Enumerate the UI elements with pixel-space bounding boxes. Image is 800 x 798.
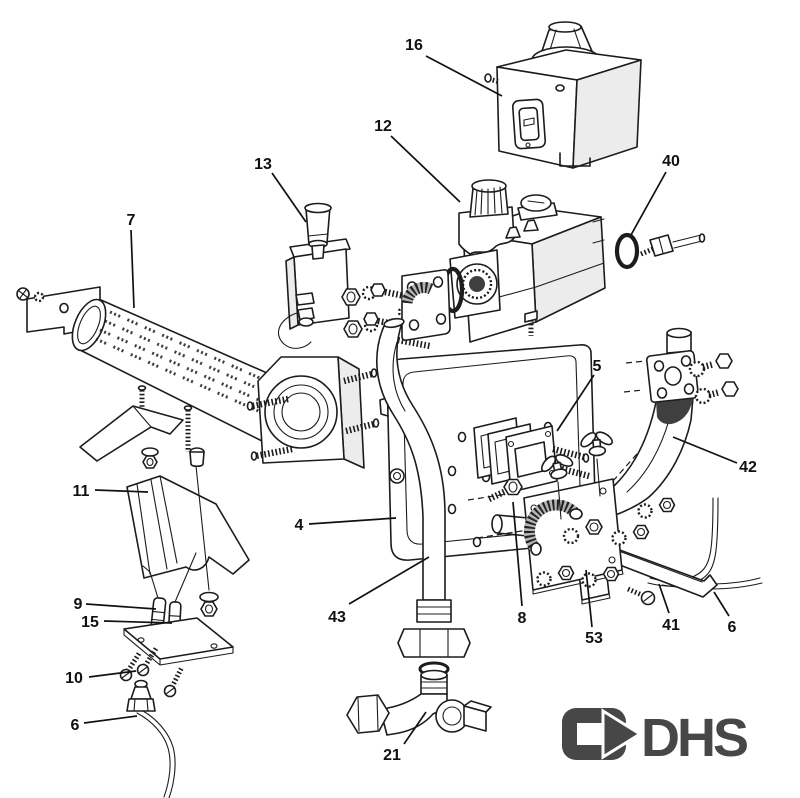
callout-12: 12 xyxy=(374,118,461,203)
callout-16: 16 xyxy=(405,37,503,97)
gas-valve xyxy=(441,179,606,343)
callout-label: 43 xyxy=(328,609,346,626)
callout-15: 15 xyxy=(81,614,173,631)
solenoid xyxy=(278,202,351,349)
callout-41: 41 xyxy=(658,583,680,634)
callout-label: 41 xyxy=(662,617,680,634)
callout-13: 13 xyxy=(254,156,307,223)
pilot-fitting xyxy=(126,679,176,798)
arrow-head-icon xyxy=(601,708,643,760)
electrode-assembly xyxy=(123,552,234,666)
callout-40: 40 xyxy=(630,153,680,236)
callout-label: 12 xyxy=(374,118,392,135)
supply-pipe xyxy=(376,317,471,677)
callout-6-left: 6 xyxy=(71,715,138,734)
callout-label: 11 xyxy=(73,483,90,500)
wing-nut xyxy=(540,454,574,480)
fixing-screws xyxy=(119,645,185,698)
deflector-plate xyxy=(79,405,184,462)
sight-glass xyxy=(473,417,558,493)
heat-shield xyxy=(126,475,250,579)
injector xyxy=(487,478,523,502)
burner-tube xyxy=(16,286,380,469)
brand-name: DHS xyxy=(641,708,747,768)
outlet-pipe xyxy=(570,327,739,521)
callout-43: 43 xyxy=(328,556,430,626)
callout-label: 15 xyxy=(81,614,99,631)
callout-42: 42 xyxy=(672,436,757,476)
callout-label: 42 xyxy=(739,459,757,476)
brand-logo: DHS xyxy=(562,708,750,768)
manifold-bolts xyxy=(536,497,676,606)
callout-4: 4 xyxy=(295,517,397,534)
callout-label: 8 xyxy=(518,610,527,627)
pipe-flange xyxy=(401,269,451,341)
screw-cap xyxy=(517,194,558,221)
callout-7: 7 xyxy=(127,212,136,309)
callout-5: 5 xyxy=(556,358,602,432)
callout-9: 9 xyxy=(74,596,157,613)
o-ring-fitting xyxy=(614,232,706,270)
callout-label: 4 xyxy=(295,517,304,534)
callout-label: 13 xyxy=(254,156,272,173)
callout-label: 53 xyxy=(585,630,603,647)
callout-label: 9 xyxy=(74,596,83,613)
callout-6-right: 6 xyxy=(713,591,737,636)
union-nut xyxy=(397,628,471,658)
callout-label: 6 xyxy=(728,619,737,636)
callout-11: 11 xyxy=(73,483,149,500)
callout-label: 16 xyxy=(405,37,423,54)
callout-label: 40 xyxy=(662,153,680,170)
manifold-plate xyxy=(523,431,676,606)
callout-label: 21 xyxy=(383,747,401,764)
callout-21: 21 xyxy=(383,711,427,764)
callout-label: 7 xyxy=(127,212,136,229)
valve-knob xyxy=(469,179,509,218)
socket xyxy=(511,98,547,150)
gas-cock xyxy=(346,669,492,736)
callout-label: 6 xyxy=(71,717,80,734)
callouts: 16 12 13 40 7 11 9 15 xyxy=(65,37,757,764)
solenoid-wire xyxy=(278,312,312,349)
wing-nut xyxy=(580,431,614,457)
control-box xyxy=(484,21,642,169)
flange-bolts xyxy=(688,353,739,405)
callout-label: 10 xyxy=(65,670,83,687)
callout-label: 5 xyxy=(593,358,602,375)
callout-53: 53 xyxy=(585,569,603,647)
callout-8: 8 xyxy=(512,501,527,627)
burner-end-plate xyxy=(246,356,380,469)
callout-10: 10 xyxy=(65,670,137,687)
